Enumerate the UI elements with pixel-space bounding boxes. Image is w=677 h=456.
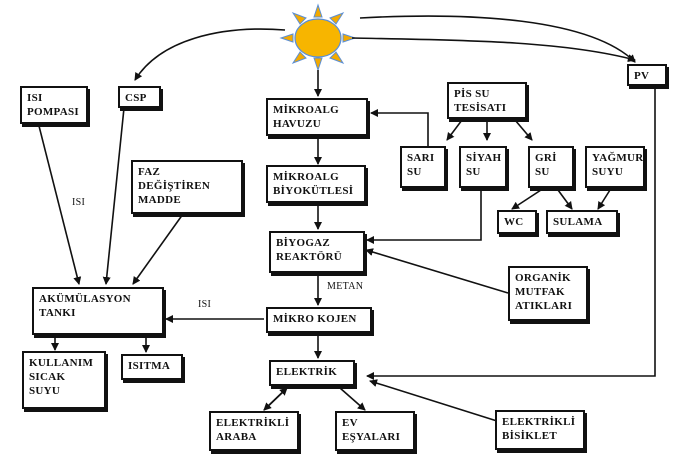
node-isi-pompasi: ISI POMPASI xyxy=(20,86,88,124)
node-siyah-su: SİYAH SU xyxy=(459,146,507,188)
node-sulama: SULAMA xyxy=(546,210,618,234)
node-isitma: ISITMA xyxy=(121,354,183,380)
node-pv: PV xyxy=(627,64,667,86)
node-ev-esyalari: EV EŞYALARI xyxy=(335,411,415,451)
edge-pissu-gri xyxy=(514,119,533,141)
node-yagmur-suyu: YAĞMUR SUYU xyxy=(585,146,645,188)
edge-label-isi-mid: ISI xyxy=(198,299,212,310)
edge-gri-wc xyxy=(511,189,542,210)
node-kullanim-sicak-suyu: KULLANIM SICAK SUYU xyxy=(22,351,106,409)
node-biyogaz-reaktoru: BİYOGAZ REAKTÖRÜ xyxy=(269,231,365,273)
edge-gri-sulama xyxy=(557,189,573,210)
edge-sun-csp xyxy=(134,28,286,81)
edge-elektrik-ev xyxy=(339,387,366,411)
edge-bisiklet-elektrik xyxy=(369,379,498,422)
node-akumulasyon-tanki: AKÜMÜLASYON TANKI xyxy=(32,287,164,335)
edge-faz-akumulasyon xyxy=(132,213,184,285)
edge-csp-akumulasyon xyxy=(102,107,125,285)
node-wc: WC xyxy=(497,210,537,234)
node-elektrikli-araba: ELEKTRİKLİ ARABA xyxy=(209,411,299,451)
node-elektrikli-bisiklet: ELEKTRİKLİ BİSİKLET xyxy=(495,410,585,450)
node-mikroalg-havuzu: MİKROALG HAVUZU xyxy=(266,98,368,136)
edge-isipompasi-akumulasyon xyxy=(37,121,82,285)
edge-siyah-biyogaz xyxy=(366,190,482,244)
edge-organik-biyogaz xyxy=(365,248,509,294)
node-csp: CSP xyxy=(118,86,161,108)
edge-label-metan: METAN xyxy=(327,281,364,292)
sun-icon xyxy=(279,3,357,72)
node-organik-mutfak-atiklari: ORGANİK MUTFAK ATIKLARI xyxy=(508,266,588,321)
edge-sari-havuz xyxy=(370,109,429,146)
node-pis-su-tesisati: PİS SU TESİSATI xyxy=(447,82,527,119)
edge-yagmur-sulama xyxy=(597,189,611,210)
node-mikroalg-biyokutlesi: MİKROALG BİYOKÜTLESİ xyxy=(266,165,366,203)
edge-label-isi-left: ISI xyxy=(72,197,86,208)
node-mikro-kojen: MİKRO KOJEN xyxy=(266,307,372,333)
edge-sun-pv-2 xyxy=(351,37,636,63)
edge-sun-pv-1 xyxy=(359,15,636,63)
node-faz-degistiren-madde: FAZ DEĞİŞTİREN MADDE xyxy=(131,160,243,214)
node-sari-su: SARI SU xyxy=(400,146,446,188)
edge-pv-elektrik xyxy=(366,84,656,380)
node-gri-su: GRİ SU xyxy=(528,146,574,188)
edge-araba-elektrik xyxy=(263,387,288,411)
node-elektrik: ELEKTRİK xyxy=(269,360,355,386)
edge-pissu-sari xyxy=(446,119,463,141)
